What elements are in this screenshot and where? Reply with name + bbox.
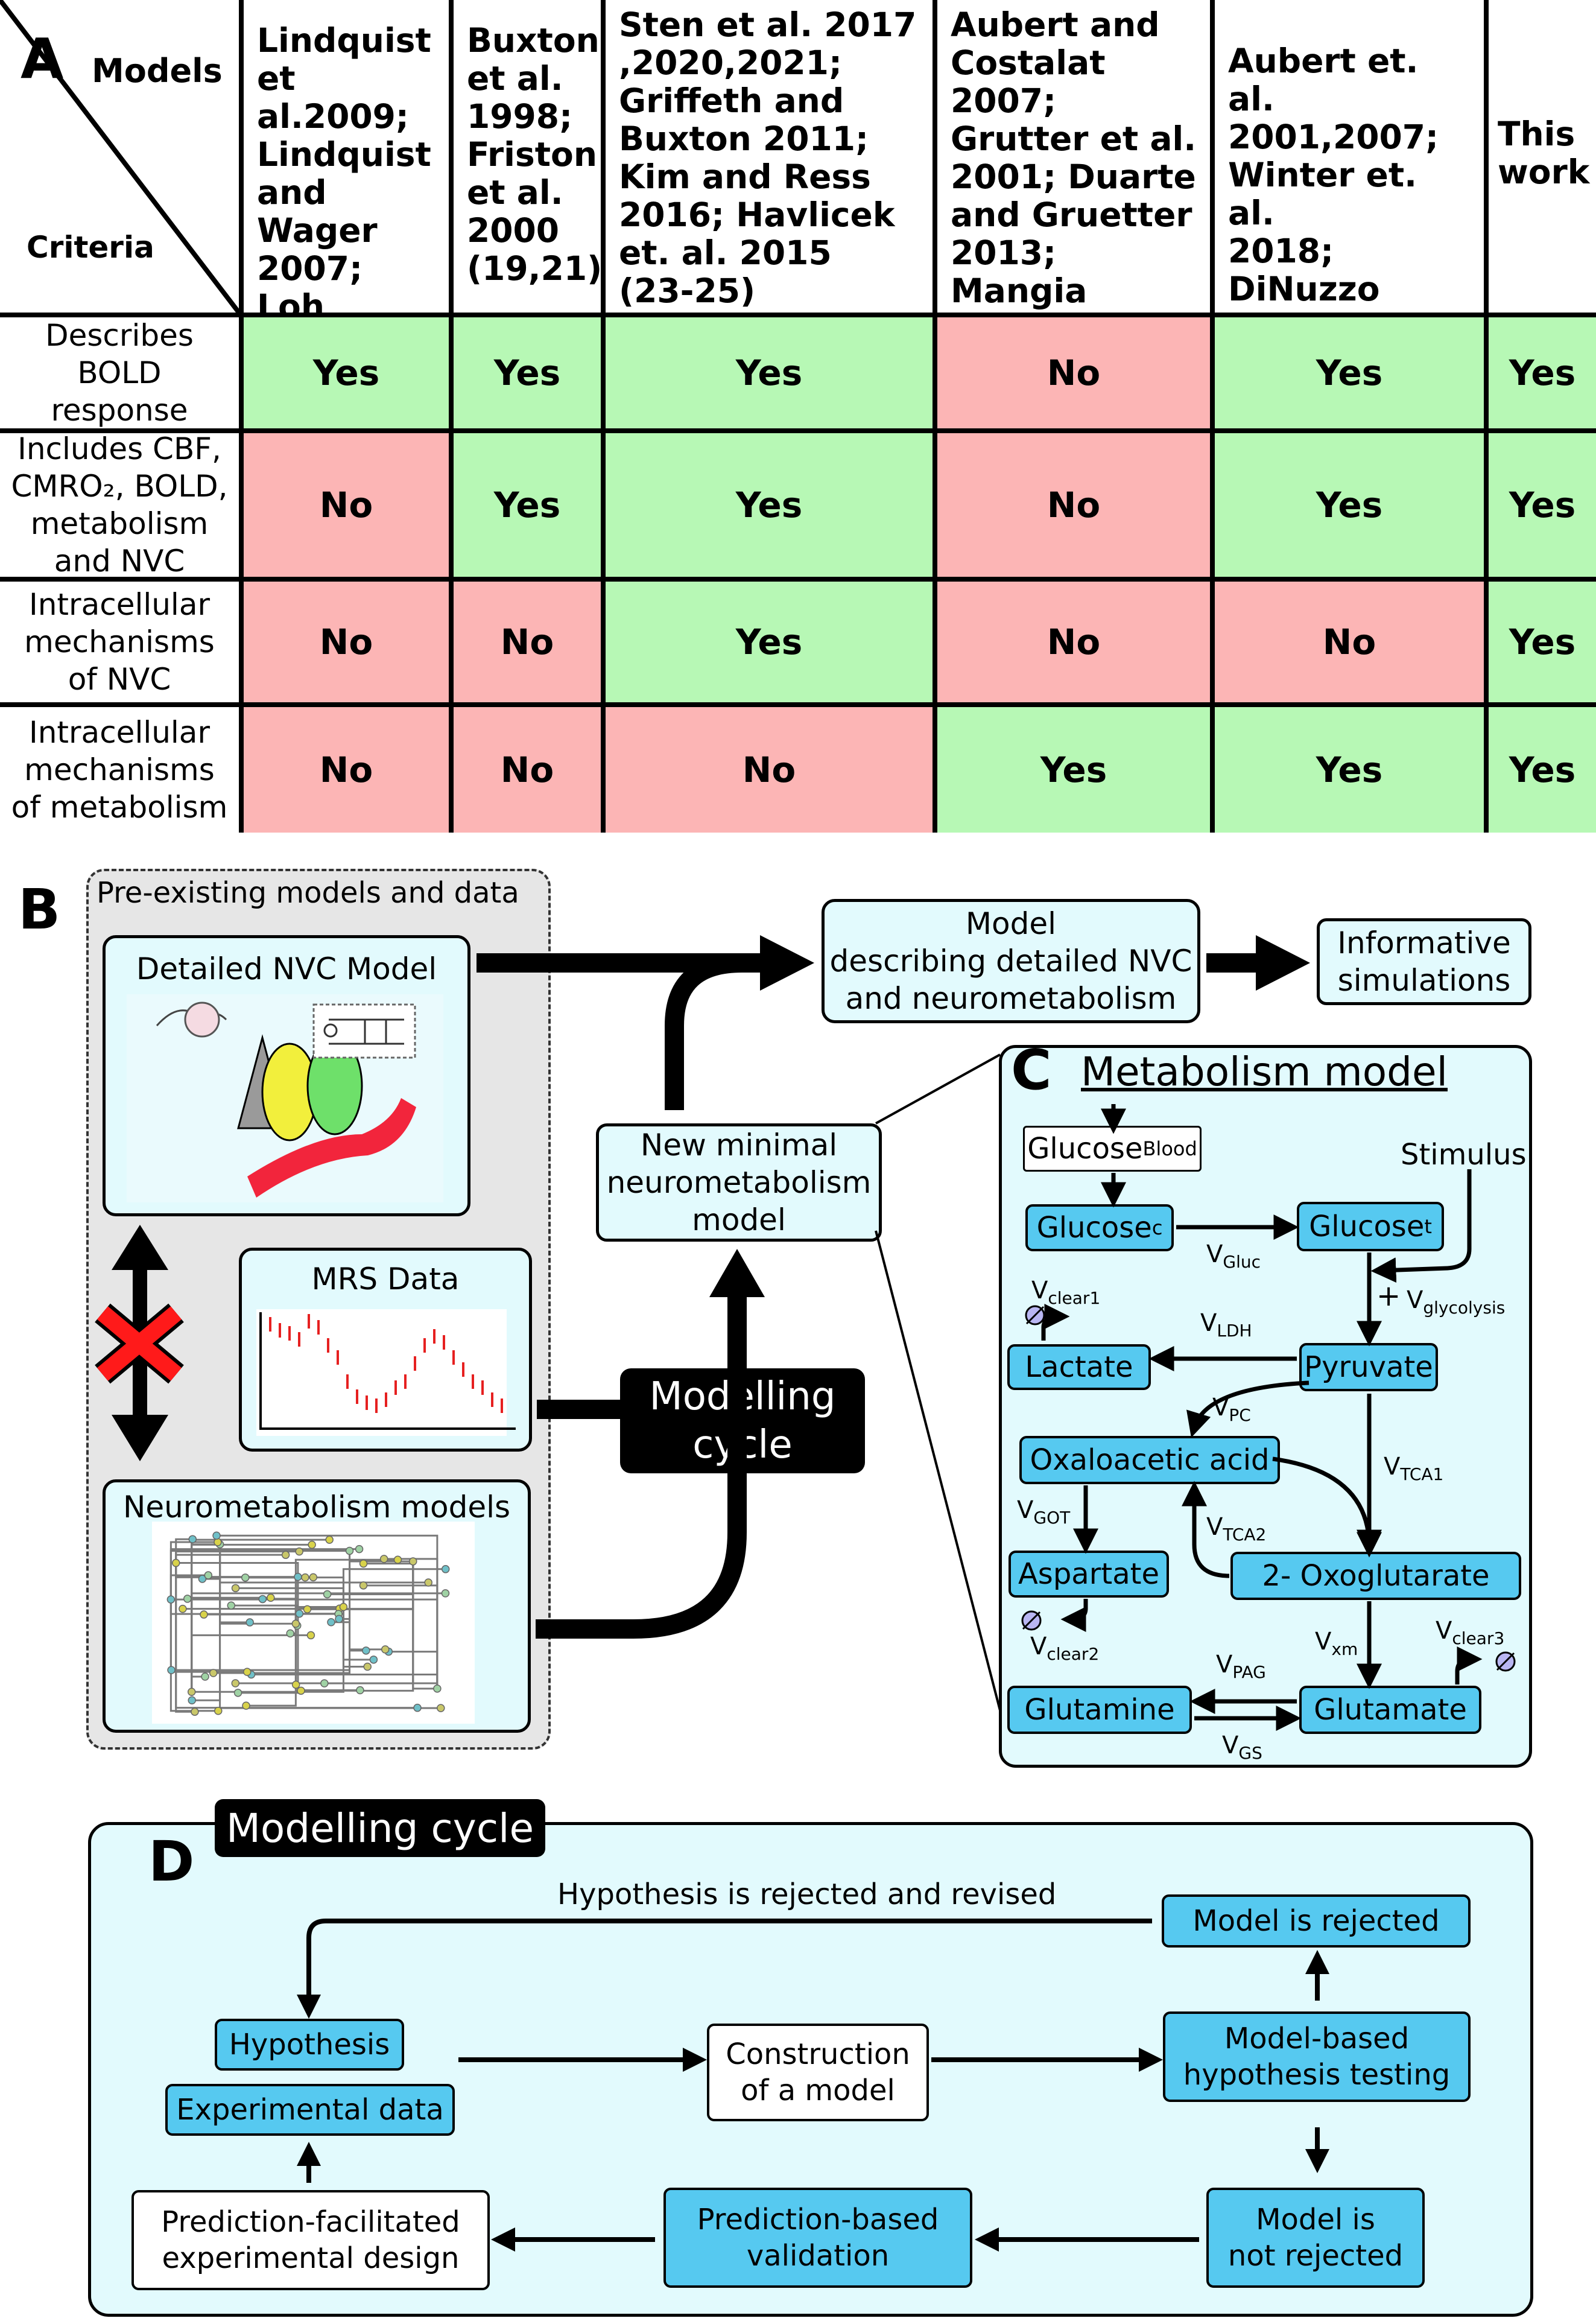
value-cell: Yes (449, 313, 606, 433)
value-cell: Yes (1210, 702, 1489, 833)
header-col-3: Sten et al. 2017 ,2020,2021; Griffeth an… (601, 0, 937, 317)
value-cell: Yes (1210, 428, 1489, 582)
rate-got: VGOT (1017, 1496, 1071, 1528)
modelling-cycle-box: Modelling cycle (620, 1368, 865, 1473)
value-cell: No (601, 702, 937, 833)
rate-pag: VPAG (1216, 1651, 1266, 1682)
rate-clear3: Vclear3 (1436, 1617, 1505, 1648)
value-cell: Yes (1484, 428, 1596, 582)
panel-b-letter: B (18, 877, 61, 942)
model-detailed-box: Model describing detailed NVC and neurom… (822, 899, 1200, 1023)
header-col-5: Aubert et. al. 2001,2007; Winter et. al.… (1210, 0, 1489, 384)
panel-c-letter: C (1011, 1038, 1052, 1102)
rate-pc: VPC (1212, 1394, 1251, 1425)
value-cell: No (239, 428, 454, 582)
value-cell: Yes (601, 577, 937, 707)
aspartate-box: Aspartate (1009, 1551, 1169, 1598)
corner-diagonal (0, 0, 241, 314)
value-cell: No (933, 577, 1215, 707)
rejected-revised-label: Hypothesis is rejected and revised (557, 1878, 1057, 1911)
rate-tca2: VTCA2 (1206, 1513, 1267, 1545)
rate-gs: VGS (1222, 1732, 1262, 1763)
neurometabolism-models-label: Neurometabolism models (122, 1490, 511, 1525)
experimental-data-box: Experimental data (165, 2084, 455, 2136)
construction-box: Construction of a model (707, 2024, 929, 2121)
value-cell: Yes (1484, 313, 1596, 433)
plus-sign: + (1376, 1279, 1401, 1313)
model-rejected-box: Model is rejected (1162, 1894, 1471, 1948)
rate-gluc: VGluc (1206, 1240, 1261, 1272)
criterion-cell: Includes CBF, CMRO₂, BOLD, metabolism an… (0, 428, 244, 582)
corner-criteria-label: Criteria (27, 230, 154, 265)
value-cell: Yes (601, 428, 937, 582)
value-cell: Yes (1484, 577, 1596, 707)
oxoglutarate-box: 2- Oxoglutarate (1230, 1552, 1521, 1600)
glutamine-box: Glutamine (1007, 1686, 1192, 1734)
value-cell: Yes (933, 702, 1215, 833)
pre-existing-title: Pre-existing models and data (97, 876, 519, 910)
rate-tca1: VTCA1 (1384, 1453, 1444, 1484)
value-cell: Yes (1484, 702, 1596, 833)
rate-clear2: Vclear2 (1030, 1633, 1100, 1664)
corner-models-label: Models (92, 52, 223, 90)
rate-ldh: VLDH (1200, 1309, 1252, 1341)
prediction-based-validation-box: Prediction-based validation (663, 2188, 972, 2288)
rate-clear1: Vclear1 (1031, 1277, 1101, 1308)
criterion-cell: Intracellular mechanisms of metabolism (0, 702, 244, 833)
value-cell: No (449, 702, 606, 833)
metabolism-model-title: Metabolism model (1081, 1049, 1448, 1095)
value-cell: Yes (449, 428, 606, 582)
new-minimal-model-box: New minimal neurometabolism model (596, 1123, 882, 1242)
value-cell: No (933, 428, 1215, 582)
model-based-testing-box: Model-based hypothesis testing (1163, 2011, 1471, 2102)
glutamate-box: Glutamate (1299, 1686, 1481, 1734)
mrs-data-box: MRS Data (239, 1248, 532, 1452)
model-not-rejected-box: Model is not rejected (1206, 2188, 1425, 2288)
stimulus-label: Stimulus (1401, 1138, 1527, 1172)
rate-xm: Vxm (1315, 1628, 1358, 1659)
detailed-nvc-model-box: Detailed NVC Model (103, 935, 470, 1216)
pyruvate-box: Pyruvate (1299, 1343, 1438, 1391)
modelling-cycle-title: Modelling cycle (215, 1799, 545, 1857)
value-cell: No (239, 702, 454, 833)
value-cell: Yes (239, 313, 454, 433)
value-cell: Yes (1210, 313, 1489, 433)
value-cell: No (449, 577, 606, 707)
oxaloacetic-acid-box: Oxaloacetic acid (1019, 1436, 1280, 1484)
hypothesis-box: Hypothesis (215, 2019, 404, 2071)
informative-simulations-box: Informative simulations (1317, 918, 1531, 1005)
mrs-data-label: MRS Data (311, 1262, 460, 1297)
header-col-1: Lindquist et al.2009; Lindquist and Wage… (239, 0, 454, 440)
header-col-2: Buxton et al. 1998; Friston et al. 2000 … (449, 0, 606, 317)
header-col-6: This work (1484, 0, 1596, 317)
prediction-facilitated-box: Prediction-facilitated experimental desi… (131, 2190, 490, 2290)
neurometabolism-models-box: Neurometabolism models (103, 1479, 531, 1733)
detailed-nvc-model-label: Detailed NVC Model (136, 951, 437, 986)
criterion-cell: Describes BOLD response (0, 313, 244, 433)
criterion-cell: Intracellular mechanisms of NVC (0, 577, 244, 707)
header-col-4: Aubert and Costalat 2007; Grutter et al.… (933, 0, 1215, 386)
value-cell: No (1210, 577, 1489, 707)
value-cell: No (933, 313, 1215, 433)
panel-d-letter: D (148, 1829, 195, 1894)
comparison-table: A Models Criteria Lindquist et al.2009; … (0, 0, 1596, 833)
lactate-box: Lactate (1007, 1344, 1151, 1390)
value-cell: Yes (601, 313, 937, 433)
value-cell: No (239, 577, 454, 707)
rate-glycolysis: Vglycolysis (1407, 1286, 1506, 1318)
